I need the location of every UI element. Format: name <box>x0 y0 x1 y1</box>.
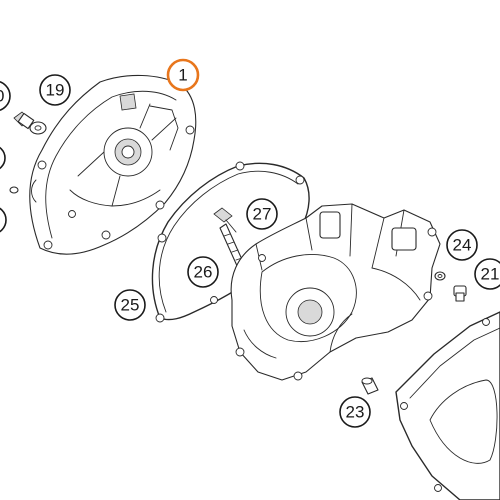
callout-26-label: 26 <box>194 263 213 282</box>
callout-partial-left-low <box>0 207 7 233</box>
callout-partial-left-mid <box>0 146 6 170</box>
callout-24-label: 24 <box>453 236 472 255</box>
callout-25: 25 <box>114 289 146 321</box>
callout-20: 20 <box>0 81 11 111</box>
callout-27: 27 <box>246 198 278 230</box>
callout-19: 19 <box>39 74 71 106</box>
callout-21-label: 21 <box>481 265 500 284</box>
callout-1-label: 1 <box>178 66 187 85</box>
crankcase-gasket <box>395 311 500 500</box>
callout-20-label: 20 <box>0 87 4 106</box>
callout-23-label: 23 <box>346 403 365 422</box>
small-washer <box>9 186 19 194</box>
crankcase <box>230 203 441 381</box>
callout-27-label: 27 <box>253 205 272 224</box>
bolt-with-washer <box>13 111 47 135</box>
callout-25-label: 25 <box>121 296 140 315</box>
cover-bolt <box>213 207 237 233</box>
washer <box>434 271 446 281</box>
callout-24: 24 <box>446 229 478 261</box>
callout-21: 21 <box>474 258 500 290</box>
callout-1: 1 <box>166 58 200 92</box>
callout-19-label: 19 <box>46 81 65 100</box>
drain-plug <box>453 285 467 302</box>
callout-23: 23 <box>339 396 371 428</box>
callout-26: 26 <box>187 256 219 288</box>
clutch-cover <box>29 74 197 255</box>
dowel-sleeve <box>361 377 379 395</box>
cover-gasket <box>151 161 310 323</box>
